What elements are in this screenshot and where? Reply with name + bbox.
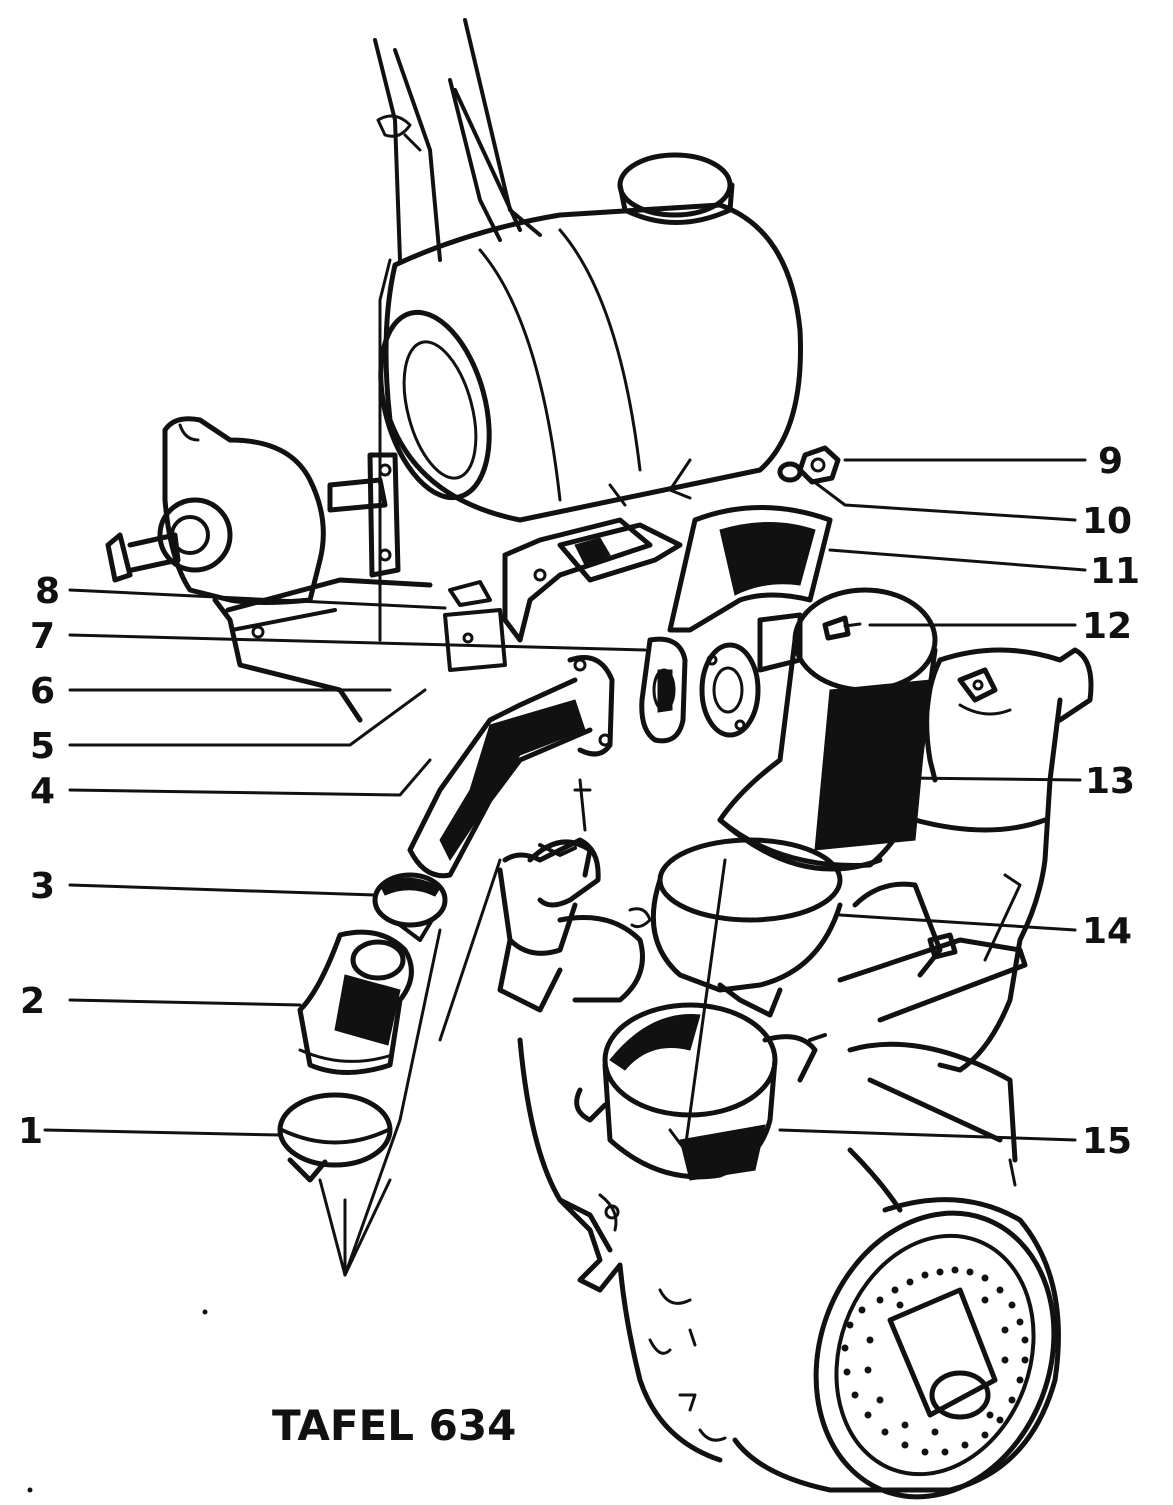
callout-8: 8	[35, 571, 60, 612]
callout-1: 1	[18, 1111, 43, 1152]
callout-2: 2	[20, 981, 45, 1022]
filter-canister	[699, 587, 938, 872]
callout-14: 14	[1082, 911, 1132, 952]
callout-15: 15	[1082, 1121, 1132, 1162]
hose-clamp-upper	[372, 872, 448, 942]
air-filter-housing	[378, 152, 803, 523]
gasket	[639, 636, 688, 744]
callout-10: 10	[1082, 501, 1132, 542]
intake-bowl	[574, 1002, 827, 1181]
leader-lines	[43, 458, 1087, 1277]
mounting-bracket	[443, 517, 683, 672]
callout-3: 3	[30, 866, 55, 907]
callout-labels: 1 2 3 4 5 6 7 8 9 10 11 12 13 14 15	[18, 441, 1140, 1162]
callout-7: 7	[30, 616, 55, 657]
hose-clamp-lower	[277, 1092, 393, 1183]
deflector-hood	[667, 505, 833, 633]
callout-9: 9	[1098, 441, 1123, 482]
pump-assembly	[105, 416, 433, 723]
callout-12: 12	[1082, 606, 1132, 647]
side-housing	[837, 647, 1094, 1073]
engine-block	[517, 1037, 1018, 1463]
rubber-hose	[297, 929, 414, 1075]
callout-11: 11	[1090, 551, 1140, 592]
cooling-grille	[841, 1266, 1029, 1456]
elbow-pipe	[407, 655, 615, 879]
callout-13: 13	[1085, 761, 1135, 802]
clamp-ring	[650, 837, 843, 1018]
frame-struts	[373, 18, 542, 642]
callout-5: 5	[30, 726, 55, 767]
plate-title: TAFEL 634	[272, 1401, 516, 1450]
callout-4: 4	[30, 771, 55, 812]
fan-cowl	[732, 1197, 1061, 1500]
callout-6: 6	[30, 671, 55, 712]
nut-and-washer	[777, 445, 841, 485]
carburettor	[497, 778, 652, 1013]
